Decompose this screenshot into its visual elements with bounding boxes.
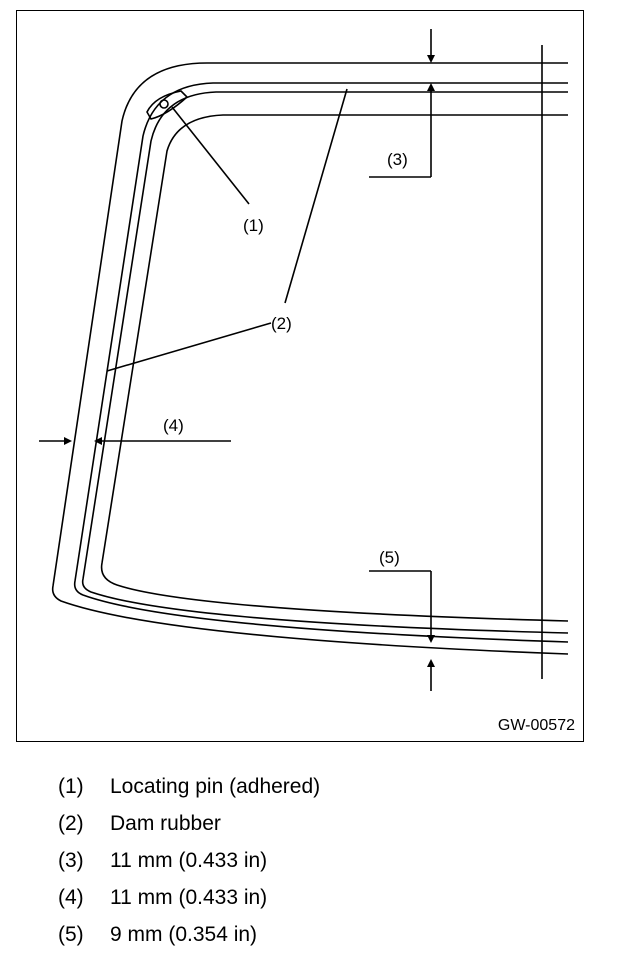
- figure-code: GW-00572: [497, 717, 575, 734]
- window-diagram: (1) (2) (3) (4) (5): [39, 29, 569, 691]
- dimension-3-arrowhead-up: [427, 83, 435, 91]
- legend-item: (5) 9 mm (0.354 in): [58, 916, 578, 953]
- inner-frame-edge: [100, 114, 569, 622]
- legend-text: 11 mm (0.433 in): [110, 848, 268, 872]
- legend-item: (3) 11 mm (0.433 in): [58, 842, 578, 879]
- callout-2-leader-left: [106, 322, 272, 372]
- legend-text: 11 mm (0.433 in): [110, 885, 268, 909]
- legend-text: 9 mm (0.354 in): [110, 922, 258, 946]
- locating-pin: [146, 90, 189, 120]
- dimension-5-arrowhead-down: [427, 635, 435, 643]
- legend-item: (4) 11 mm (0.433 in): [58, 879, 578, 916]
- legend-item: (2) Dam rubber: [58, 805, 578, 842]
- callout-2-label: (2): [271, 314, 292, 333]
- dimension-3-arrowhead-down: [427, 55, 435, 63]
- legend-item: (1) Locating pin (adhered): [58, 768, 578, 805]
- dimension-5-arrowhead-up: [427, 659, 435, 667]
- legend-number: (2): [58, 811, 84, 835]
- callout-3-label: (3): [387, 150, 408, 169]
- dimension-4-arrowhead-right: [64, 437, 72, 445]
- figure-frame: (1) (2) (3) (4) (5) GW-00572: [16, 10, 584, 742]
- legend-number: (4): [58, 885, 84, 909]
- callout-4-label: (4): [163, 416, 184, 435]
- dimension-4-arrowhead-left: [94, 437, 102, 445]
- dam-rubber-inner-line: [81, 91, 569, 634]
- callout-1-label: (1): [243, 216, 264, 235]
- callout-5-label: (5): [379, 548, 400, 567]
- callout-2-leader-top: [284, 88, 348, 304]
- callout-1-leader: [171, 106, 250, 205]
- legend-text: Dam rubber: [110, 811, 221, 835]
- legend-number: (1): [58, 774, 84, 798]
- legend-number: (5): [58, 922, 84, 946]
- dam-rubber-outer-line: [73, 82, 569, 643]
- locating-pin-hole: [159, 99, 169, 109]
- glass-outer-edge: [51, 62, 569, 655]
- legend-text: Locating pin (adhered): [110, 774, 321, 798]
- legend: (1) Locating pin (adhered) (2) Dam rubbe…: [58, 768, 578, 953]
- legend-number: (3): [58, 848, 84, 872]
